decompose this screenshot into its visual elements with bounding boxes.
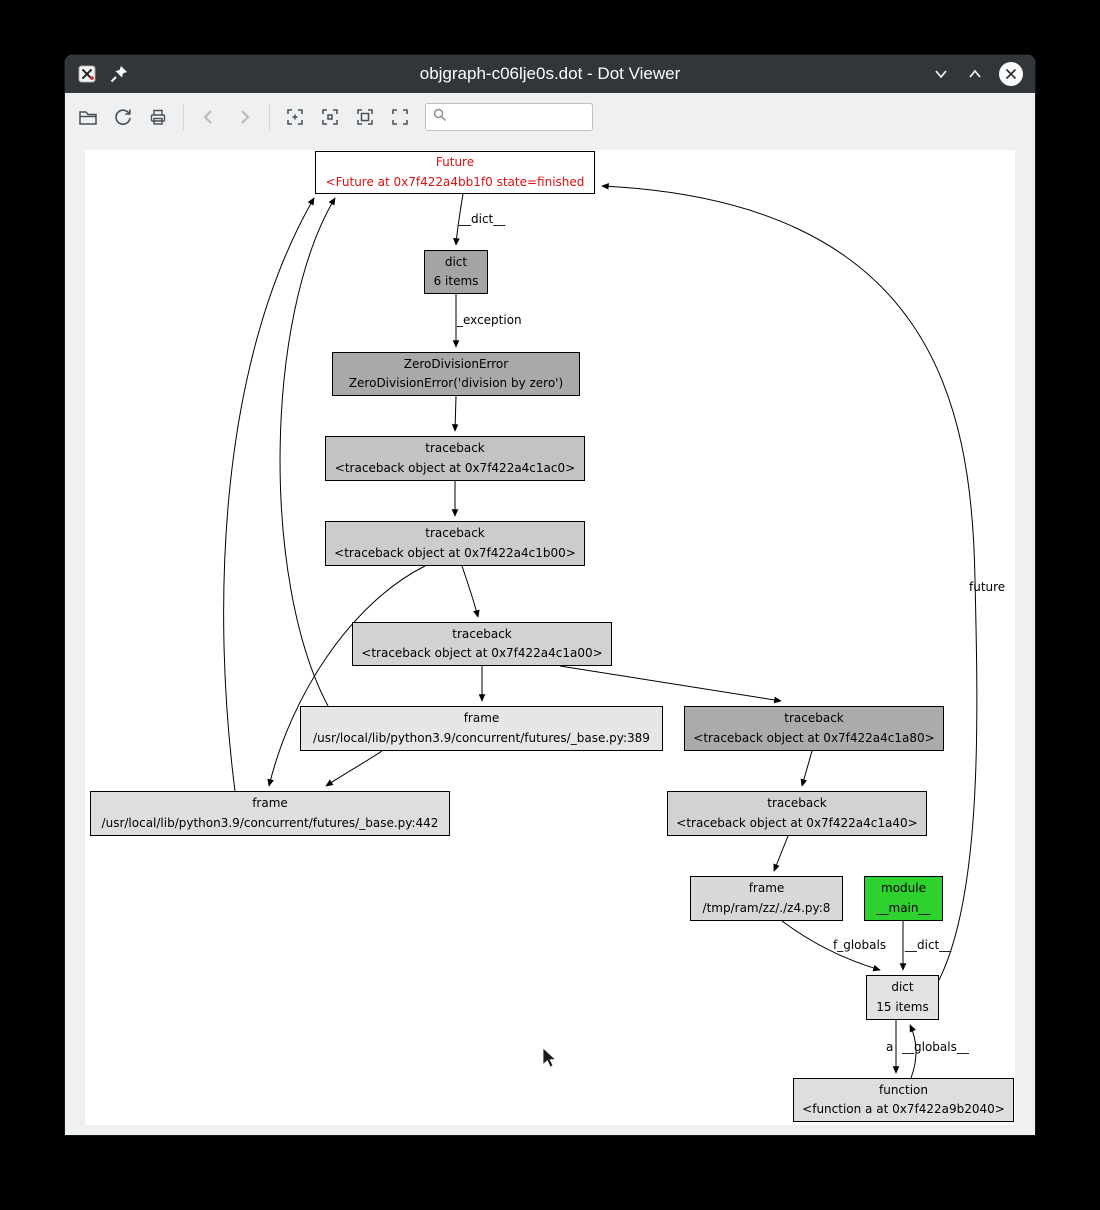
node-title: ZeroDivisionError [403, 356, 509, 371]
edge-label-exception: _exception [457, 313, 522, 327]
window-title: objgraph-c06lje0s.dot - Dot Viewer [419, 64, 681, 83]
edge-tb1b00-frame442 [267, 565, 426, 787]
mouse-cursor [542, 1047, 557, 1068]
edge-frame442-future [223, 197, 315, 792]
graph-node-traceback-1a80[interactable]: traceback <traceback object at 0x7f422a4… [684, 706, 944, 751]
node-subtitle: <traceback object at 0x7f422a4c1ac0> [334, 460, 576, 475]
toolbar-separator [183, 104, 184, 130]
node-title: dict [891, 980, 914, 995]
reload-icon[interactable] [113, 107, 133, 127]
graph-node-dict-6[interactable]: dict 6 items [424, 250, 488, 294]
node-title: function [878, 1082, 929, 1097]
node-subtitle: <traceback object at 0x7f422a4c1a80> [693, 730, 935, 745]
edge-label-dict2: __dict__ [905, 938, 952, 952]
node-title: Future [435, 155, 475, 170]
edge-label-fglobals: f_globals [833, 938, 887, 952]
node-title: traceback [425, 526, 485, 541]
node-title: traceback [425, 441, 485, 456]
node-subtitle: /usr/local/lib/python3.9/concurrent/futu… [101, 815, 439, 830]
edge-zde-tb1ac0 [451, 395, 459, 432]
maximize-icon[interactable] [965, 64, 985, 84]
edge-frame389-frame442 [325, 750, 383, 787]
search-icon [432, 107, 448, 127]
edge-label-a: a [886, 1040, 894, 1054]
node-title: traceback [767, 796, 827, 811]
node-subtitle: <traceback object at 0x7f422a4c1a00> [361, 646, 603, 660]
edge-tb1a00-tb1a80 [559, 665, 782, 704]
node-subtitle: <function a at 0x7f422a9b2040> [802, 1102, 1005, 1116]
node-title: frame [463, 711, 500, 726]
graph-node-function-a[interactable]: function <function a at 0x7f422a9b2040> [793, 1078, 1014, 1122]
node-subtitle: <traceback object at 0x7f422a4c1a40> [676, 815, 918, 830]
node-title: traceback [452, 626, 512, 641]
node-subtitle: __main__ [876, 900, 931, 915]
node-title: module [881, 881, 926, 896]
graph-node-traceback-1ac0[interactable]: traceback <traceback object at 0x7f422a4… [325, 436, 585, 481]
node-title: frame [748, 881, 785, 896]
minimize-icon[interactable] [931, 64, 951, 84]
print-icon[interactable] [148, 107, 168, 127]
pin-icon[interactable] [109, 64, 129, 84]
toolbar [65, 93, 1035, 141]
app-icon [77, 64, 97, 84]
edge-label-dict: __dict__ [459, 212, 506, 226]
search-box[interactable] [425, 103, 593, 131]
zoom-in-icon[interactable] [285, 107, 305, 127]
graph-node-module-main[interactable]: module __main__ [864, 876, 943, 921]
graph-node-traceback-1b00[interactable]: traceback <traceback object at 0x7f422a4… [325, 521, 585, 566]
zoom-original-icon[interactable] [390, 107, 410, 127]
zoom-fit-icon[interactable] [355, 107, 375, 127]
node-subtitle: 15 items [876, 999, 929, 1014]
zoom-out-icon[interactable] [320, 107, 340, 127]
node-subtitle: /tmp/ram/zz/./z4.py:8 [702, 900, 831, 915]
node-subtitle: <Future at 0x7f422a4bb1f0 state=finished [325, 174, 585, 189]
edge-tb1a80-tb1a40 [800, 750, 813, 787]
search-input[interactable] [453, 109, 583, 125]
edge-label-future: future [969, 580, 1006, 594]
node-title: frame [252, 796, 288, 811]
close-icon[interactable] [999, 62, 1023, 86]
node-title: dict [444, 254, 468, 269]
graph-node-traceback-1a00[interactable]: traceback <traceback object at 0x7f422a4… [352, 622, 612, 666]
graph-node-traceback-1a40[interactable]: traceback <traceback object at 0x7f422a4… [667, 791, 927, 836]
back-icon[interactable] [199, 107, 219, 127]
edge-dict15-future [601, 182, 978, 981]
graph-node-future[interactable]: Future <Future at 0x7f422a4bb1f0 state=f… [315, 151, 595, 194]
node-subtitle: /usr/local/lib/python3.9/concurrent/futu… [313, 730, 650, 745]
graph-node-frame-z4[interactable]: frame /tmp/ram/zz/./z4.py:8 [690, 876, 843, 921]
dot-viewer-window: objgraph-c06lje0s.dot - Dot Viewer [65, 55, 1035, 1135]
graph-node-frame-389[interactable]: frame /usr/local/lib/python3.9/concurren… [300, 706, 663, 751]
edge-tb1b00-tb1a00 [461, 565, 480, 618]
open-folder-icon[interactable] [78, 107, 98, 127]
node-subtitle: <traceback object at 0x7f422a4c1b00> [334, 545, 576, 560]
node-subtitle: ZeroDivisionError('division by zero') [348, 376, 564, 390]
graph-node-dict-15[interactable]: dict 15 items [866, 975, 939, 1020]
graph-node-zerodivisionerror[interactable]: ZeroDivisionError ZeroDivisionError('div… [332, 352, 580, 396]
node-subtitle: 6 items [433, 274, 479, 288]
toolbar-separator [269, 104, 270, 130]
edge-label-globals: __globals__ [902, 1040, 969, 1054]
graph-node-frame-442[interactable]: frame /usr/local/lib/python3.9/concurren… [90, 791, 450, 836]
forward-icon[interactable] [234, 107, 254, 127]
edge-tb1a40-framez4 [773, 835, 789, 872]
graph-canvas[interactable]: Future <Future at 0x7f422a4bb1f0 state=f… [85, 150, 1015, 1125]
node-title: traceback [784, 711, 844, 726]
titlebar[interactable]: objgraph-c06lje0s.dot - Dot Viewer [65, 55, 1035, 93]
